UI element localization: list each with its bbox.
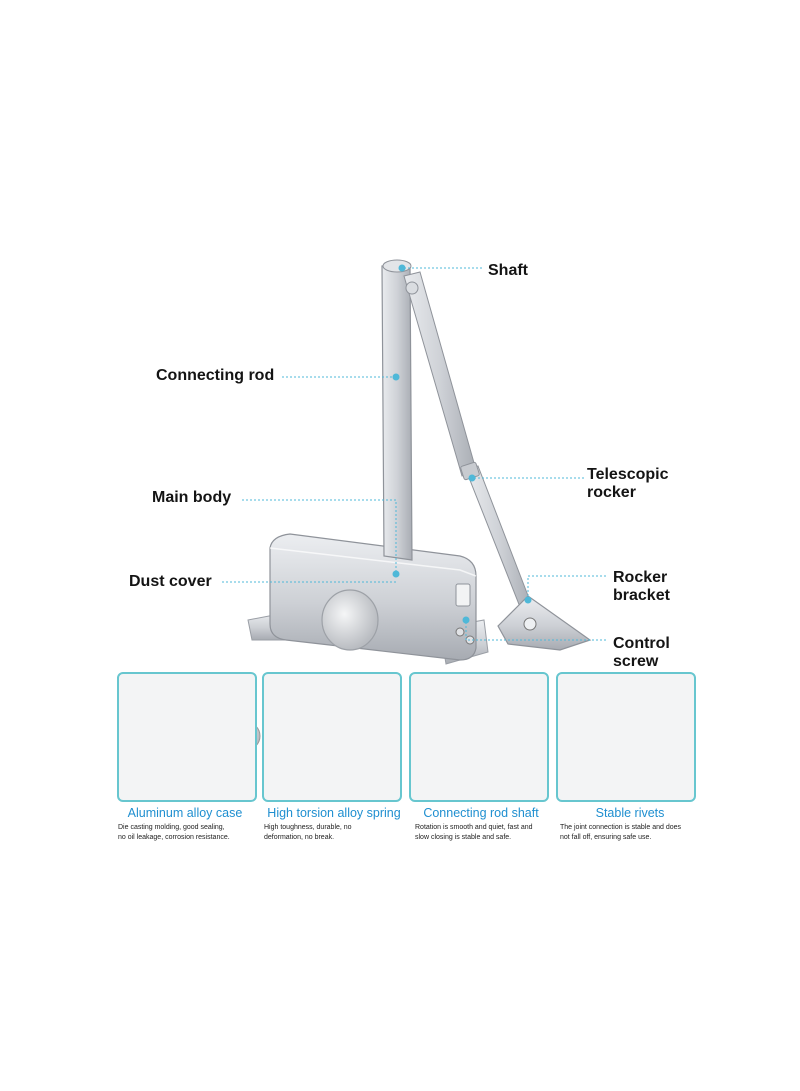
label-control-screw: Control screw	[613, 635, 670, 671]
feature-card-rivets	[556, 672, 696, 802]
label-dust-cover-text: Dust cover	[129, 573, 212, 590]
label-rocker-bracket: Rocker bracket	[613, 569, 670, 605]
feature-desc-case-line2: no oil leakage, corrosion resistance.	[118, 834, 230, 841]
leader-lines	[222, 267, 606, 641]
label-dust-cover: Dust cover	[129, 573, 212, 591]
feature-title-spring: High torsion alloy spring	[267, 806, 401, 820]
leader-dots	[392, 264, 532, 624]
feature-desc-rod-shaft: Rotation is smooth and quiet, fast and s…	[415, 823, 555, 843]
label-telescopic-rocker-line2: rocker	[587, 484, 636, 501]
label-telescopic-rocker: Telescopic rocker	[587, 466, 669, 502]
rocker-bracket-shape	[497, 595, 592, 651]
feature-title-rivets: Stable rivets	[595, 806, 665, 820]
feature-desc-spring-line2: deformation, no break.	[264, 834, 335, 841]
label-rocker-bracket-line2: bracket	[613, 587, 670, 604]
feature-desc-spring: High toughness, durable, no deformation,…	[264, 823, 404, 843]
feature-desc-case: Die casting molding, good sealing, no oi…	[118, 823, 258, 843]
label-rocker-bracket-line1: Rocker	[613, 569, 668, 586]
feature-card-case	[117, 672, 257, 802]
label-telescopic-rocker-line1: Telescopic	[587, 466, 669, 483]
feature-desc-rivets-line2: not fall off, ensuring safe use.	[560, 834, 652, 841]
label-shaft-text: Shaft	[488, 262, 528, 279]
label-control-screw-line1: Control	[613, 635, 670, 652]
label-main-body: Main body	[152, 489, 231, 507]
label-main-body-text: Main body	[152, 489, 232, 506]
label-connecting-rod-text: Connecting rod	[156, 367, 275, 384]
feature-card-rod-shaft	[409, 672, 549, 802]
label-connecting-rod: Connecting rod	[156, 367, 274, 385]
connecting-rod-shape	[381, 263, 413, 561]
feature-title-case: Aluminum alloy case	[127, 806, 243, 820]
main-body-shape	[269, 533, 477, 661]
dust-cover-knob	[321, 589, 379, 651]
feature-desc-rod-shaft-line1: Rotation is smooth and quiet, fast and	[415, 824, 533, 831]
label-control-screw-line2: screw	[613, 653, 659, 670]
telescopic-rocker-upper	[403, 271, 477, 477]
feature-card-spring	[262, 672, 402, 802]
feature-desc-rod-shaft-line2: slow closing is stable and safe.	[415, 834, 512, 841]
feature-title-rod-shaft: Connecting rod shaft	[423, 806, 539, 820]
feature-desc-rivets: The joint connection is stable and does …	[560, 823, 700, 843]
feature-desc-spring-line1: High toughness, durable, no	[264, 824, 352, 831]
feature-desc-case-line1: Die casting molding, good sealing,	[118, 824, 225, 831]
label-shaft: Shaft	[488, 262, 528, 280]
feature-desc-rivets-line1: The joint connection is stable and does	[560, 824, 682, 831]
